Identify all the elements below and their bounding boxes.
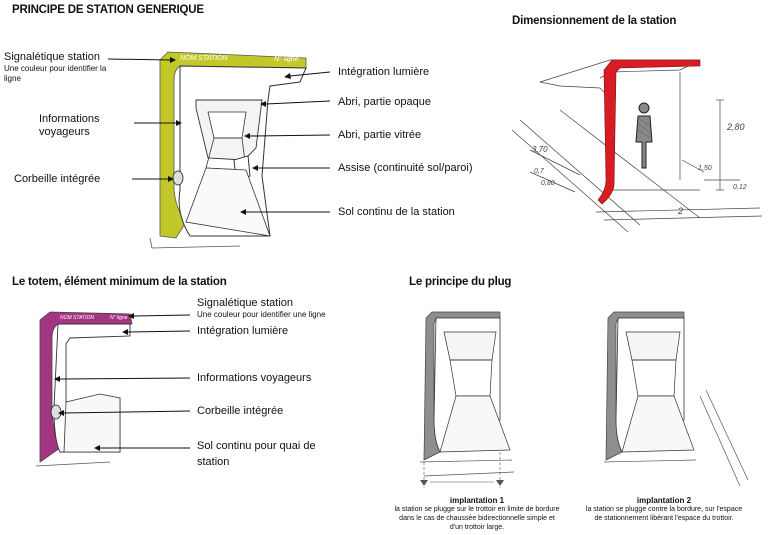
generic-label-light: Intégration lumière: [338, 66, 430, 78]
plug-caption-1: implantation 1 la station se plugge sur …: [394, 496, 560, 531]
plug-implantation-2-drawing: [603, 311, 749, 487]
totem-label-bin: Corbeille intégrée: [197, 405, 284, 417]
section-title-plug: Le principe du plug: [409, 276, 512, 288]
generic-label-signage: Signalétique station Une couleur pour id…: [4, 51, 107, 83]
totem-sign-station: NOM STATION: [60, 315, 94, 321]
section-title-totem: Le totem, élément minimum de la station: [12, 276, 227, 288]
generic-label-glazed: Abri, partie vitrée: [338, 129, 422, 141]
totem-label-info: Informations voyageurs: [197, 372, 312, 384]
generic-label-floor: Sol continu de la station: [338, 206, 455, 218]
dim-07: 0,7: [534, 168, 544, 175]
dim-012: 0,12: [733, 184, 747, 191]
generic-label-info: Informations voyageurs: [39, 113, 100, 138]
plug-caption-2: implantation 2 la station se plugge cont…: [585, 496, 743, 522]
totem-sign-line: N° ligne: [110, 315, 128, 321]
dim-080: 0,80: [541, 180, 555, 187]
generic-sign-station: NOM STATION: [180, 55, 228, 62]
generic-label-opaque: Abri, partie opaque: [338, 96, 431, 108]
totem-label-floor: Sol continu pour quai de station: [197, 440, 316, 468]
totem-label-signage: Signalétique station Une couleur pour id…: [197, 297, 326, 319]
generic-label-bin: Corbeille intégrée: [14, 173, 101, 185]
section-title-dimensions: Dimensionnement de la station: [512, 15, 677, 27]
section-title-generic: PRINCIPE DE STATION GENERIQUE: [12, 4, 204, 16]
generic-label-seat: Assise (continuité sol/paroi): [338, 162, 473, 174]
dim-width: 2: [678, 206, 684, 216]
dim-height: 2,80: [727, 122, 745, 132]
totem-label-light: Intégration lumière: [197, 325, 289, 337]
plug-implantation-1-drawing: [419, 311, 515, 488]
generic-sign-line: N° ligne: [274, 56, 299, 63]
dim-150: 1,50: [698, 165, 712, 172]
dim-depth: 3,70: [532, 145, 548, 154]
